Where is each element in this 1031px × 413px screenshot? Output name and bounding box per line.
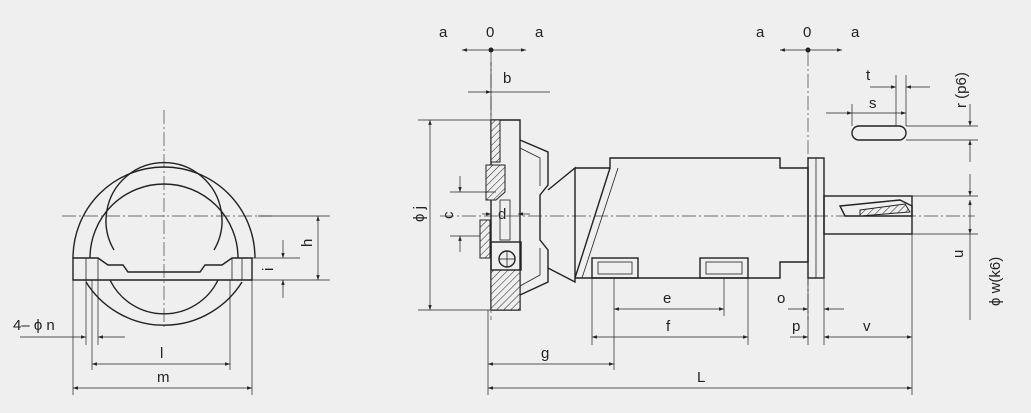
label-r-p6: r (p6): [953, 72, 970, 108]
label-l: l: [160, 345, 163, 362]
label-a-4: a: [851, 24, 860, 41]
label-i: i: [260, 268, 277, 271]
label-c: c: [440, 211, 457, 219]
label-h: h: [299, 239, 316, 247]
label-b: b: [503, 70, 511, 87]
label-g: g: [541, 345, 549, 362]
ring-end-view: l m 4– ϕ n h i: [13, 110, 330, 395]
label-t: t: [866, 67, 871, 84]
label-v: v: [863, 318, 871, 335]
label-a-1: a: [439, 24, 448, 41]
label-a-3: a: [756, 24, 765, 41]
label-4-phi-n: 4– ϕ n: [13, 317, 55, 334]
label-f: f: [666, 318, 671, 335]
label-phi-w-k6: ϕ w(k6): [987, 257, 1004, 306]
label-L: L: [697, 369, 705, 386]
label-u: u: [950, 250, 967, 258]
label-s: s: [869, 95, 877, 112]
label-zero-1: 0: [486, 24, 494, 41]
label-a-2: a: [535, 24, 544, 41]
side-section-view: a 0 a a 0 a b: [411, 24, 1004, 395]
label-m: m: [157, 369, 170, 386]
label-p: p: [792, 318, 800, 335]
label-o: o: [777, 290, 785, 307]
label-d: d: [498, 206, 506, 223]
label-phi-j: ϕ j: [411, 206, 428, 222]
label-zero-2: 0: [803, 24, 811, 41]
label-e: e: [663, 290, 671, 307]
